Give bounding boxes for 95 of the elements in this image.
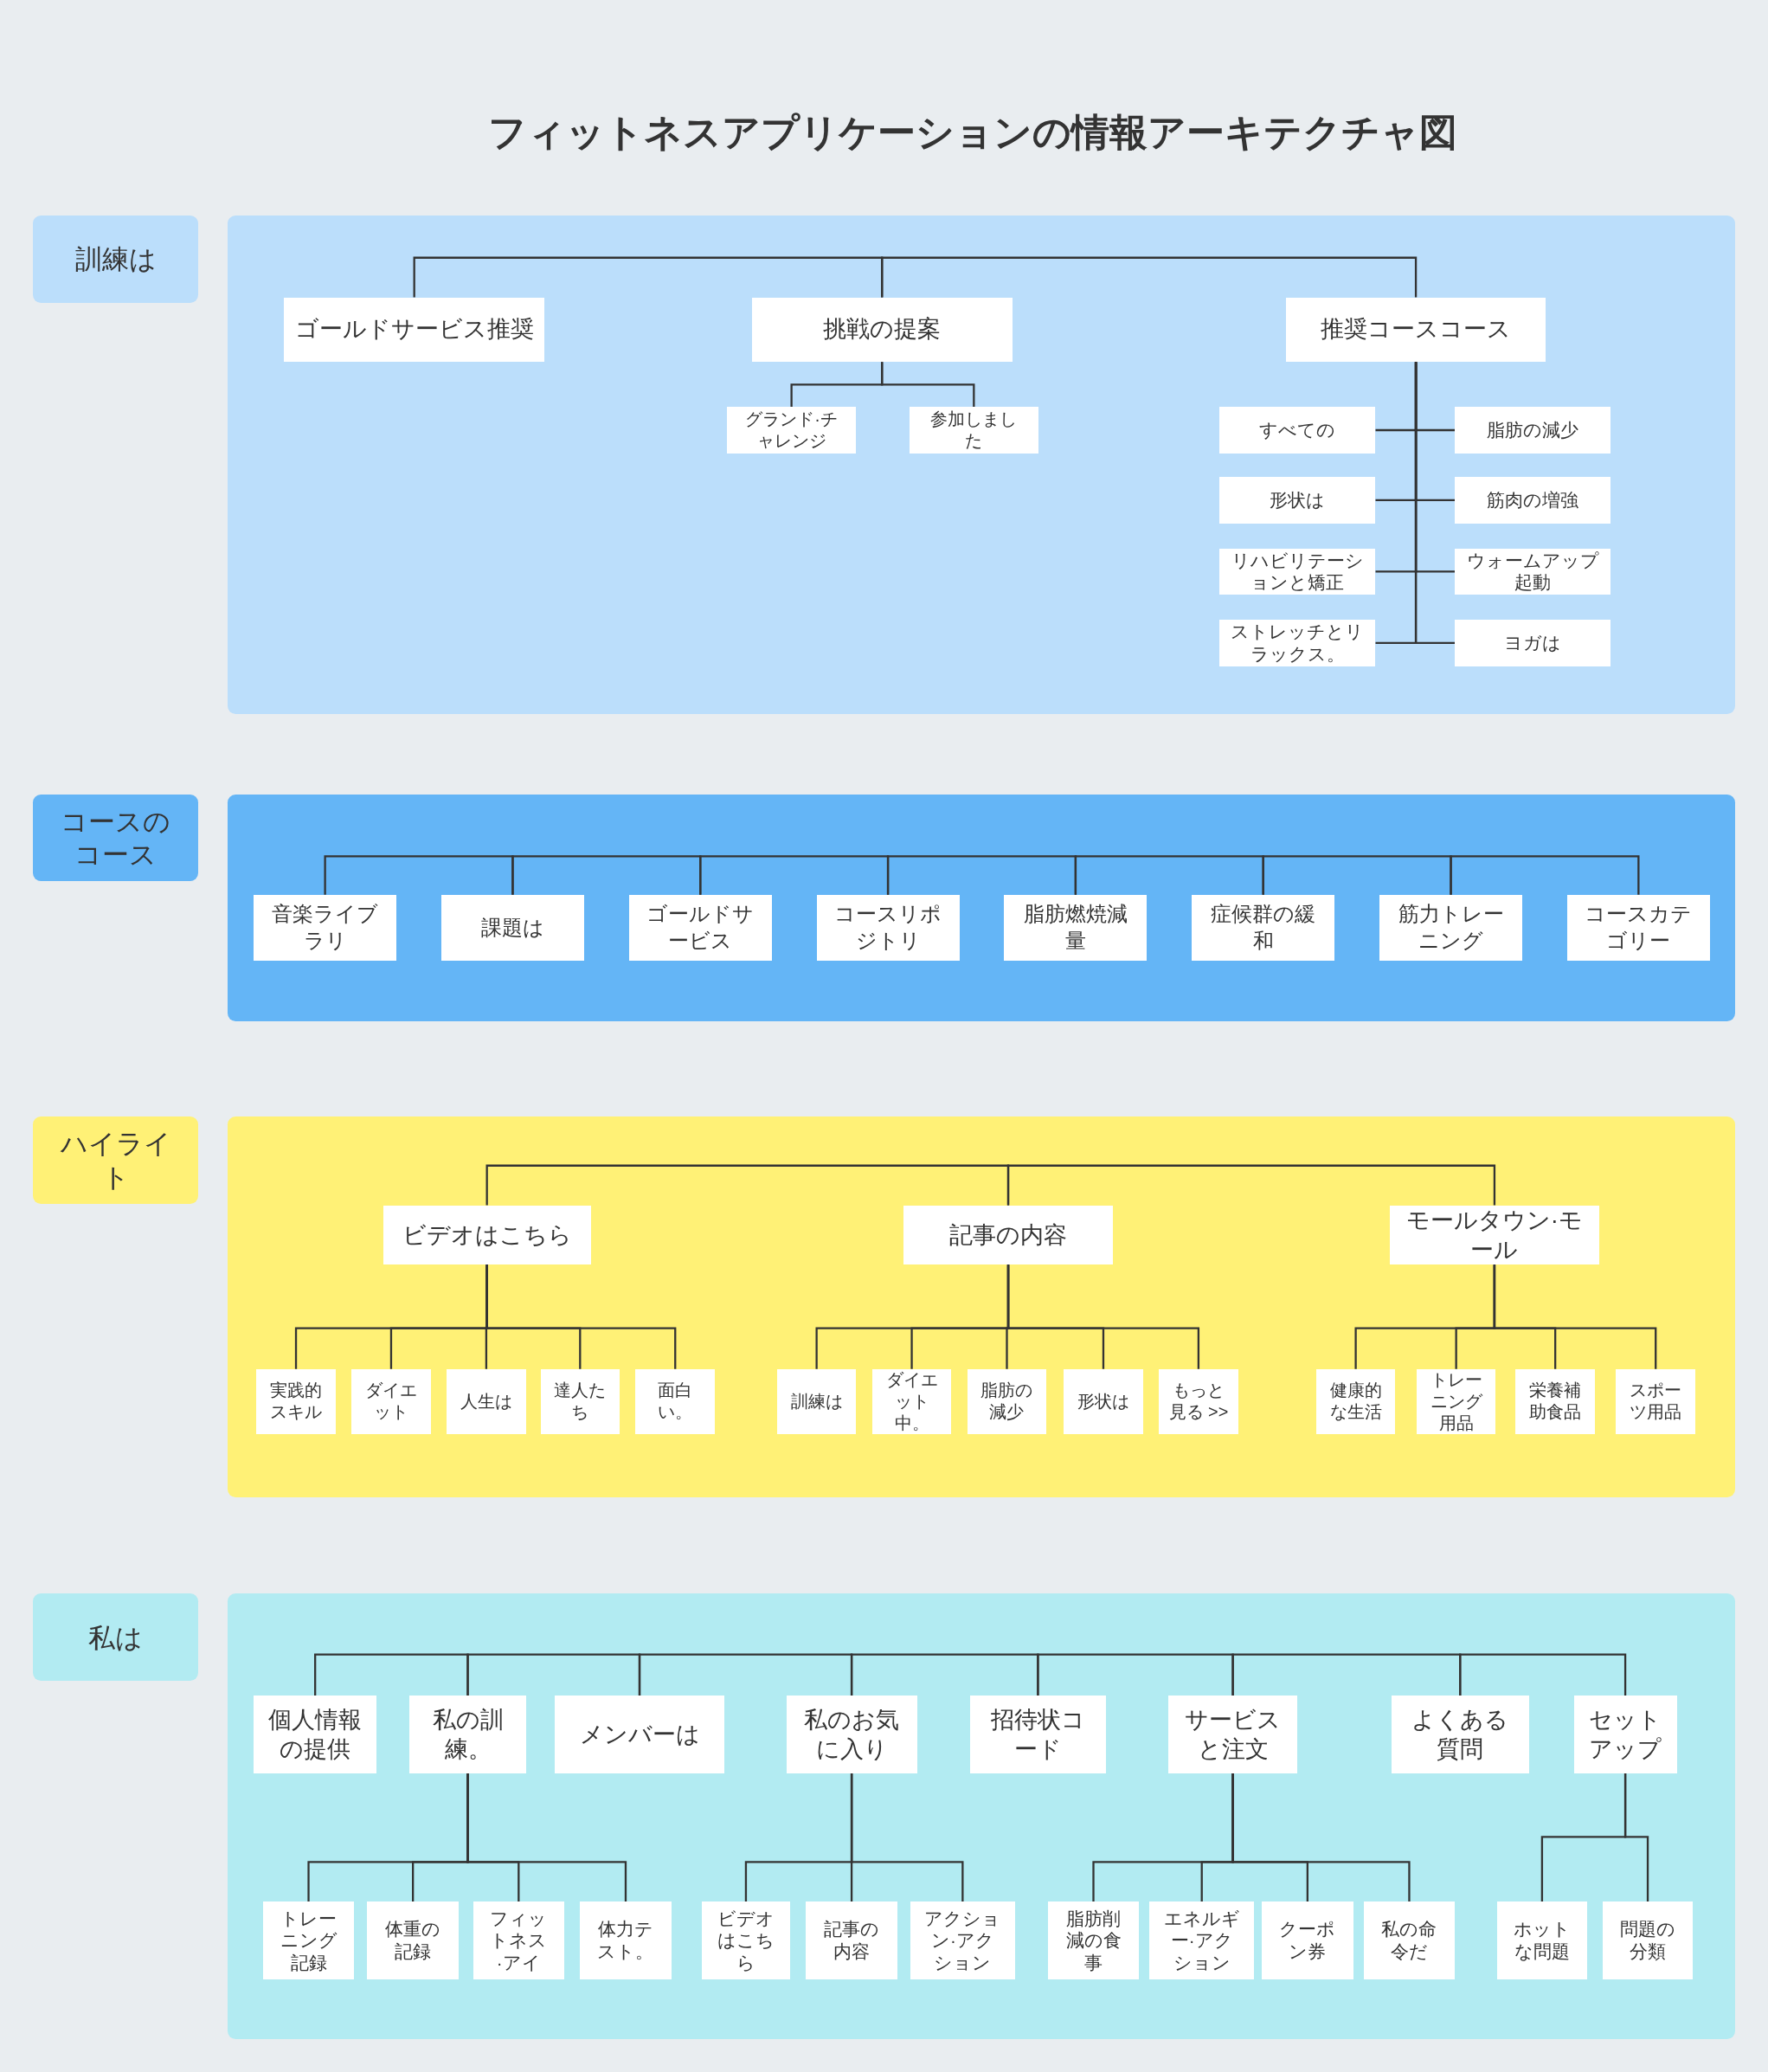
connector-line [1231,1653,1462,1696]
topic-box: 音楽ライブラリ [254,894,397,962]
connector-line [466,1773,627,1902]
topic-box: コースカテゴリー [1566,894,1710,962]
title: フィットネスアプリケーションの情報アーキテクチャ図 [487,110,1457,156]
connector-line [314,1653,469,1696]
connector-line [485,1164,1010,1206]
section-panel [227,794,1735,1022]
connector-line [511,855,702,895]
topic-box: セットアップ [1573,1696,1677,1774]
topic-box: 推奨コースコース [1285,297,1546,363]
topic-box: 私の訓練。 [409,1696,526,1774]
subtopic-box: 実践的スキル [256,1368,336,1434]
topic-box: 記事の内容 [903,1205,1113,1265]
section-label: 訓練は [33,215,198,303]
connector-line [1231,1773,1411,1902]
topic-box: コースリポジトリ [816,894,960,962]
connector-line [850,1773,964,1902]
connector-line [881,362,975,408]
topic-box: 課題は [441,894,584,962]
connector-line [324,855,514,895]
subtopic-box: リハビリテーションと矯正 [1219,548,1376,595]
topic-box: ゴールドサービス推奨 [284,297,545,363]
subtopic-box: フィットネス·アイ [473,1901,564,1980]
section-panel [227,215,1735,714]
subtopic-box: 体力テスト。 [580,1901,672,1980]
subtopic-box: 体重の記録 [367,1901,459,1980]
section-panel [227,1593,1735,2039]
subtopic-box: エネルギー·アクション [1149,1901,1254,1980]
topic-box: ビデオはこちら [383,1205,591,1265]
subtopic-box: 筋肉の増強 [1455,477,1611,524]
subtopic-box: 脂肪の減少 [1455,407,1611,454]
subtopic-box: 人生は [447,1368,526,1434]
topic-box: サービスと注文 [1167,1696,1298,1774]
topic-box: 個人情報の提供 [254,1696,377,1774]
subtopic-box: 形状は [1064,1368,1143,1434]
topic-box: 症候群の緩和 [1192,894,1335,962]
connector-line [1414,362,1456,644]
connector-line [485,1264,677,1369]
section-label: コースのコース [33,794,198,882]
connector-line [413,256,884,298]
topic-box: 挑戦の提案 [751,297,1013,363]
section-label: ハイライト [33,1116,198,1204]
subtopic-box: ヨガは [1455,620,1611,666]
connector-line [1262,855,1452,895]
connector-line [1006,1164,1496,1206]
connector-line [638,1653,853,1696]
connector-line [881,256,1418,298]
topic-box: 私のお気に入り [786,1696,917,1774]
connector-line [1037,1653,1234,1696]
subtopic-box: クーポン券 [1262,1901,1353,1980]
topic-box: よくある質問 [1391,1696,1529,1774]
subtopic-box: ウォームアップ起動 [1455,548,1611,595]
connector-line [1006,1264,1200,1369]
subtopic-box: 訓練は [776,1368,857,1434]
topic-box: メンバーは [555,1696,724,1774]
connector-line [886,855,1077,895]
subtopic-box: もっと見る >> [1159,1368,1238,1434]
subtopic-box: アクション·アクション [910,1901,1015,1980]
subtopic-box: 記事の内容 [806,1901,897,1980]
topic-box: ゴールドサービス [628,894,772,962]
subtopic-box: トレーニング用品 [1416,1368,1496,1434]
connector-line [1493,1264,1657,1369]
connector-line [850,1653,1039,1696]
subtopic-box: ダイエット中。 [871,1368,952,1434]
subtopic-box: スポーツ用品 [1616,1368,1695,1434]
connector-line [699,855,890,895]
subtopic-box: 形状は [1219,477,1376,524]
topic-box: 招待状コード [969,1696,1106,1774]
subtopic-box: 脂肪削減の食事 [1047,1901,1140,1980]
subtopic-box: 達人たち [540,1368,620,1434]
subtopic-box: 私の命令だ [1363,1901,1456,1980]
subtopic-box: グランド·チャレンジ [726,407,857,454]
connector-line [466,1653,641,1696]
subtopic-box: ダイエット [351,1368,431,1434]
section-label: 私は [33,1593,198,1682]
topic-box: モールタウン·モール [1390,1205,1599,1265]
subtopic-box: ビデオはこちら [701,1901,791,1980]
connector-line [1623,1773,1649,1902]
subtopic-box: 面白い。 [635,1368,716,1434]
topic-box: 筋力トレーニング [1379,894,1522,962]
subtopic-box: ストレッチとリラックス。 [1219,620,1376,666]
topic-box: 脂肪燃焼減量 [1004,894,1148,962]
connector-line [1450,855,1640,895]
subtopic-box: トレーニング記録 [262,1901,355,1980]
subtopic-box: 脂肪の減少 [967,1368,1047,1434]
subtopic-box: ホットな問題 [1497,1901,1587,1980]
connector-line [1074,855,1264,895]
section-panel [227,1116,1735,1497]
subtopic-box: すべての [1219,407,1376,454]
subtopic-box: 問題の分類 [1603,1901,1693,1980]
subtopic-box: 栄養補助食品 [1515,1368,1595,1434]
connector-line [1459,1653,1627,1696]
subtopic-box: 参加しました [909,407,1039,454]
subtopic-box: 健康的な生活 [1315,1368,1396,1434]
